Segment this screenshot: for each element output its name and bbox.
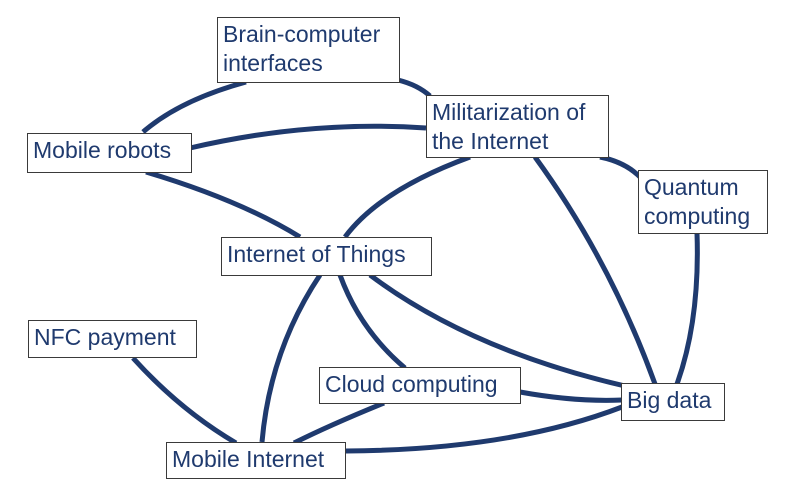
node-big-data: Big data [621,383,725,421]
edge-militarization-quantum [599,154,642,179]
node-quantum-computing: Quantum computing [638,170,768,234]
node-label-line: Brain-computer [223,21,381,47]
node-label: NFC payment [34,324,176,350]
node-mobile-robots: Mobile robots [27,133,192,173]
node-brain-computer-interfaces: Brain-computer interfaces [217,17,400,83]
edge-cloud-big-data [519,389,623,403]
node-label: Mobile robots [33,137,172,163]
node-label-line: interfaces [223,50,323,76]
node-mobile-internet: Mobile Internet [166,442,346,479]
edge-iot-mobile-internet [259,273,323,443]
node-label: Internet of Things [227,241,406,267]
node-label: Cloud computing [325,371,498,397]
edge-mobile-robots-militarization [189,123,427,151]
node-label-line: Quantum [644,174,739,200]
edge-quantum-big-data [674,232,700,385]
edge-iot-cloud [337,274,407,370]
edge-militarization-iot [342,154,471,239]
edge-cloud-mobile-internet [292,400,385,446]
edge-mobile-internet-big-data [345,404,623,454]
edge-iot-big-data [368,272,626,389]
node-label: Mobile Internet [172,446,325,472]
node-militarization-of-the-internet: Militarization of the Internet [426,95,609,158]
edge-nfc-mobile-internet [131,356,238,446]
edge-militarization-big-data [532,155,658,385]
edge-mobile-robots-iot [145,169,302,240]
node-label-line: Militarization of [432,99,586,125]
edge-bci-militarization [397,77,432,98]
node-internet-of-things: Internet of Things [221,237,432,276]
node-nfc-payment: NFC payment [28,320,197,358]
node-label-line: the Internet [432,128,549,154]
node-label-line: computing [644,203,751,229]
node-label: Big data [627,387,712,413]
edge-bci-mobile-robots [141,79,247,134]
node-cloud-computing: Cloud computing [319,367,521,404]
